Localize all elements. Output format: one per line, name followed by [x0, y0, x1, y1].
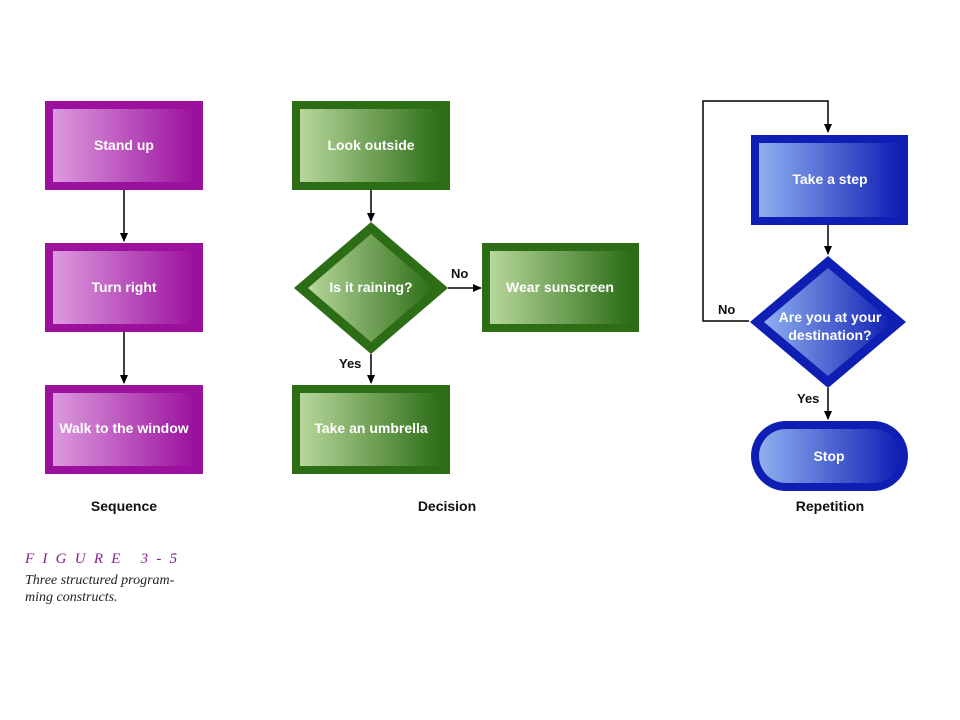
repetition-step-box: Take a step: [751, 135, 908, 225]
repetition-loop-arrow: [702, 100, 832, 322]
sequence-step-2: Turn right: [45, 243, 203, 332]
decision-yes-action-label: Take an umbrella: [314, 420, 428, 436]
decision-no-label: No: [451, 266, 468, 281]
repetition-diamond: Are you at your destination?: [750, 256, 906, 388]
repetition-yes-label: Yes: [797, 391, 819, 406]
repetition-stop-terminal: Stop: [751, 421, 908, 491]
decision-no-action-box: Wear sunscreen: [482, 243, 639, 332]
repetition-stop-label: Stop: [813, 448, 844, 464]
sequence-step-1-label: Stand up: [94, 137, 154, 153]
decision-yes-action-box: Take an umbrella: [292, 385, 450, 474]
repetition-section-label: Repetition: [796, 498, 864, 514]
decision-start-label: Look outside: [327, 137, 414, 153]
sequence-section-label: Sequence: [91, 498, 157, 514]
decision-diamond: Is it raining?: [294, 222, 448, 354]
sequence-step-3-label: Walk to the window: [59, 420, 188, 436]
figure-description: Three structured program- ming construct…: [25, 572, 215, 606]
figure-number: FIGURE 3-5: [25, 551, 186, 567]
sequence-step-2-label: Turn right: [91, 279, 156, 295]
repetition-step-label: Take a step: [792, 171, 867, 187]
repetition-no-label: No: [718, 302, 735, 317]
decision-yes-label: Yes: [339, 356, 361, 371]
sequence-step-1: Stand up: [45, 101, 203, 190]
decision-start-box: Look outside: [292, 101, 450, 190]
decision-question-label: Is it raining?: [329, 279, 412, 295]
decision-section-label: Decision: [418, 498, 476, 514]
repetition-question-line1: Are you at your: [779, 309, 882, 325]
figure-description-line-2: ming constructs.: [25, 590, 118, 605]
figure-caption: FIGURE 3-5 Three structured program- min…: [25, 551, 215, 606]
repetition-question-line2: destination?: [788, 327, 871, 343]
sequence-step-3: Walk to the window: [45, 385, 203, 474]
figure-description-line-1: Three structured program-: [25, 573, 175, 588]
decision-no-action-label: Wear sunscreen: [506, 279, 614, 295]
